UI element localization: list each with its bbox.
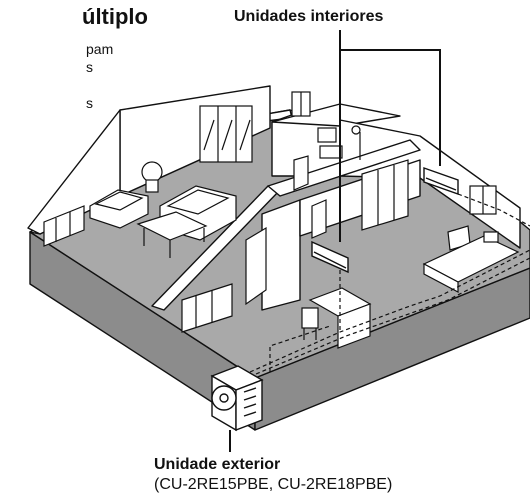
side-text-line: s xyxy=(86,95,93,111)
bookshelf xyxy=(181,283,233,333)
bed xyxy=(422,231,520,293)
diagram-title: últiplo xyxy=(82,4,148,29)
bathroom-top xyxy=(271,103,401,127)
wardrobe xyxy=(361,159,409,231)
living-door xyxy=(245,226,267,306)
leader-bedroom-unit xyxy=(340,49,441,166)
refrigerant-pipes xyxy=(249,193,530,375)
leader-lines xyxy=(229,30,441,452)
bathroom-door xyxy=(293,155,309,191)
window-large xyxy=(199,105,253,163)
indoor-units-label: Unidades interiores xyxy=(234,8,384,25)
outdoor-unit xyxy=(210,365,264,432)
bathroom-mirror xyxy=(317,127,337,143)
bedroom-door xyxy=(311,199,327,239)
plant xyxy=(141,161,163,193)
office-partition xyxy=(261,199,301,311)
sideboard-left xyxy=(43,205,85,247)
sink xyxy=(319,145,343,159)
side-text-line: pam xyxy=(86,41,114,57)
side-text-fragments: pam s s xyxy=(86,40,113,112)
indoor-unit-office xyxy=(311,240,349,274)
chair xyxy=(301,307,319,340)
coffee-table xyxy=(136,211,208,258)
armchair xyxy=(89,189,149,229)
side-text-line: s xyxy=(86,59,93,75)
outdoor-unit-models: (CU-2RE15PBE, CU-2RE18PBE) xyxy=(154,476,393,493)
outdoor-unit-label: Unidade exterior xyxy=(154,456,281,473)
